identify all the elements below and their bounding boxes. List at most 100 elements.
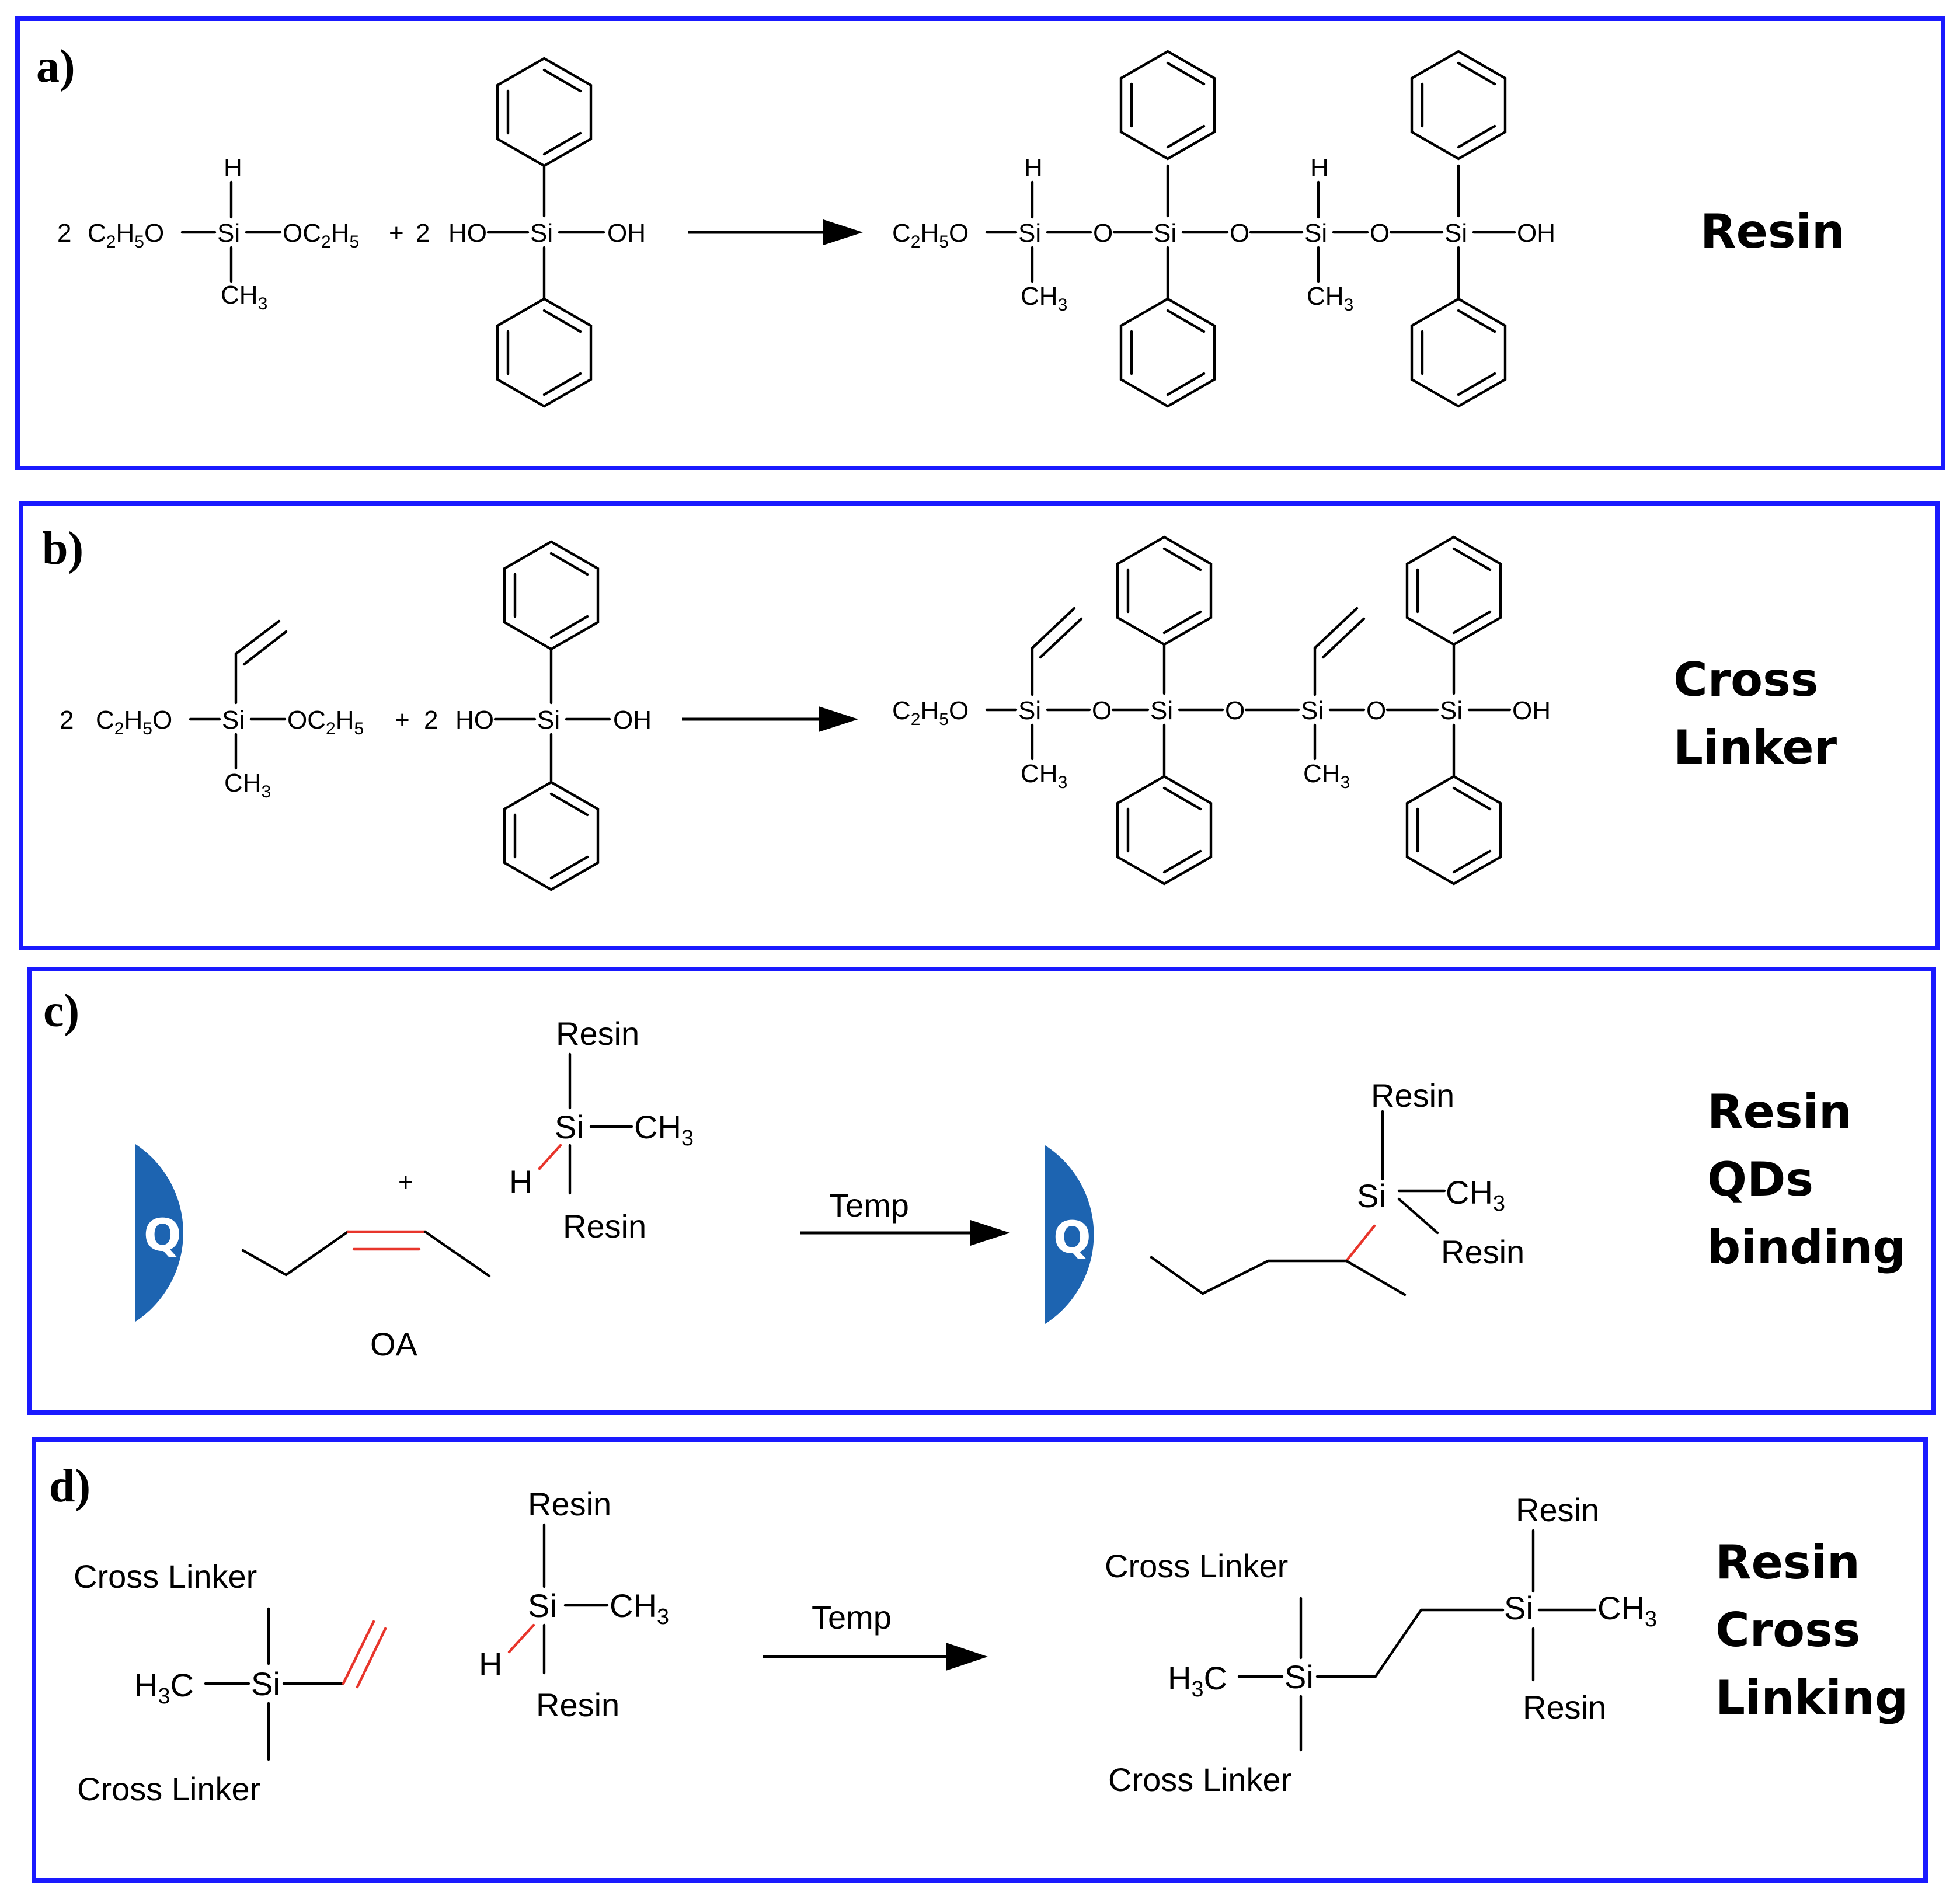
ethoxy-left: C2H5O: [88, 219, 164, 252]
panel-d-title-line2: Cross: [1715, 1603, 1860, 1657]
svg-text:CH3: CH3: [610, 1587, 669, 1629]
panel-c-frame: [27, 967, 1936, 1415]
svg-text:Resin: Resin: [528, 1486, 611, 1522]
panel-b-title-line2: Linker: [1673, 720, 1837, 775]
svg-text:2: 2: [60, 706, 74, 734]
svg-text:2: 2: [424, 706, 438, 734]
svg-text:Resin: Resin: [1516, 1491, 1599, 1528]
panel-b-reactant-vinylsilane: 2 C2H5O Si OC2H5 CH3: [60, 619, 364, 801]
svg-text:C2H5O: C2H5O: [892, 219, 969, 252]
svg-text:OH: OH: [607, 219, 646, 248]
svg-text:CH3: CH3: [1303, 759, 1350, 792]
svg-text:Si: Si: [1444, 219, 1467, 248]
arrow-condition-temp: Temp: [812, 1599, 892, 1636]
panel-b-tag: b): [42, 523, 83, 574]
oleic-acid-chain: [241, 1230, 491, 1278]
svg-text:O: O: [1225, 696, 1245, 725]
panel-b-product-cross-linker: C2H5O Si CH3 O Si O Si CH3: [892, 537, 1551, 884]
svg-text:+: +: [398, 1168, 413, 1197]
svg-text:CH3: CH3: [1021, 759, 1067, 792]
svg-text:OH: OH: [613, 706, 652, 734]
panel-d-title-line3: Linking: [1715, 1671, 1908, 1725]
svg-text:CH3: CH3: [634, 1109, 694, 1151]
svg-text:CH3: CH3: [1597, 1590, 1657, 1632]
vinyl-double-bond: [342, 1620, 375, 1685]
panel-c-hydrosilane: Resin Si CH3 H Resin: [509, 1015, 694, 1245]
panel-d-hydrosilane: Resin Si CH3 H Resin: [479, 1486, 669, 1723]
svg-text:Si: Si: [1154, 219, 1176, 248]
svg-text:C2H5O: C2H5O: [892, 696, 969, 729]
svg-text:2: 2: [57, 219, 71, 248]
arrow-condition-temp: Temp: [829, 1187, 909, 1224]
svg-text:O: O: [1366, 696, 1386, 725]
svg-text:Resin: Resin: [1441, 1233, 1524, 1270]
panel-c-title-line2: QDs: [1707, 1152, 1813, 1207]
panel-a: a) 2 C2H5O Si OC2H5 H CH3 + 2 HO Si OH: [15, 16, 1945, 470]
quantum-dot-left: QD: [135, 1144, 218, 1322]
panel-b: b) 2 C2H5O Si OC2H5 CH3 + 2 HO Si OH: [19, 501, 1940, 950]
panel-a-title: Resin: [1700, 204, 1845, 259]
svg-text:H3C: H3C: [134, 1667, 194, 1709]
svg-text:Resin: Resin: [536, 1686, 619, 1723]
svg-text:2: 2: [416, 219, 430, 248]
panel-d: d) Cross Linker H3C Si Cross Linker Resi…: [32, 1437, 1928, 1883]
svg-text:O: O: [1092, 696, 1112, 725]
svg-text:CH3: CH3: [224, 769, 271, 801]
svg-text:Cross Linker: Cross Linker: [1108, 1761, 1291, 1798]
svg-text:Cross Linker: Cross Linker: [1105, 1548, 1288, 1584]
svg-text:O: O: [1230, 219, 1249, 248]
svg-text:Resin: Resin: [563, 1208, 646, 1245]
panel-c-title-line1: Resin: [1707, 1085, 1852, 1139]
svg-text:Si: Si: [537, 706, 560, 734]
panel-c-title-line3: binding: [1707, 1220, 1906, 1274]
svg-text:OH: OH: [1512, 696, 1551, 725]
oa-label: OA: [370, 1326, 418, 1362]
svg-text:Resin: Resin: [1371, 1077, 1454, 1114]
svg-text:H: H: [479, 1646, 502, 1682]
svg-text:HO: HO: [455, 706, 494, 734]
svg-text:Si: Si: [1018, 219, 1041, 248]
panel-d-frame: [32, 1437, 1928, 1883]
panel-c-tag: c): [43, 985, 79, 1037]
panel-d-vinyl-cross-linker: Cross Linker H3C Si Cross Linker: [74, 1558, 387, 1807]
svg-text:H: H: [1024, 154, 1043, 182]
svg-text:CH3: CH3: [1021, 282, 1067, 315]
ethoxy-right: OC2H5: [283, 219, 359, 252]
panel-d-tag: d): [49, 1461, 90, 1512]
panel-b-reactant-diphenylsilanediol: 2 HO Si OH: [424, 542, 652, 890]
svg-text:Si: Si: [251, 1665, 280, 1702]
svg-text:Si: Si: [1150, 696, 1173, 725]
svg-text:Si: Si: [1357, 1177, 1386, 1214]
svg-text:CH3: CH3: [1446, 1174, 1505, 1216]
svg-text:C2H5O: C2H5O: [96, 706, 172, 738]
svg-text:Resin: Resin: [556, 1015, 639, 1052]
svg-text:H: H: [224, 154, 242, 182]
svg-text:+: +: [395, 706, 410, 734]
svg-text:Si: Si: [217, 219, 240, 248]
panel-a-reactant-diethoxysilane: 2 C2H5O Si OC2H5 H CH3: [57, 154, 359, 313]
svg-text:Resin: Resin: [1523, 1689, 1606, 1726]
new-si-c-bond: [1345, 1224, 1376, 1263]
svg-text:Si: Si: [1504, 1590, 1533, 1626]
svg-text:Si: Si: [222, 706, 245, 734]
panel-b-title-line1: Cross: [1673, 653, 1818, 707]
panel-c-product-chain: Si Resin CH3 Resin: [1150, 1077, 1524, 1296]
svg-text:Si: Si: [1018, 696, 1041, 725]
panel-b-frame: [19, 501, 1940, 950]
svg-text:Cross Linker: Cross Linker: [74, 1558, 257, 1595]
panel-d-product-crosslinked: Cross Linker H3C Si Cross Linker Resin S…: [1105, 1491, 1657, 1798]
svg-text:H3C: H3C: [1168, 1660, 1227, 1702]
svg-text:QD: QD: [144, 1209, 218, 1261]
svg-text:Cross Linker: Cross Linker: [77, 1770, 260, 1807]
svg-text:QD: QD: [1053, 1211, 1128, 1263]
svg-text:Si: Si: [555, 1109, 584, 1145]
plus-sign: +: [389, 219, 404, 248]
svg-text:Si: Si: [1440, 696, 1463, 725]
svg-text:OH: OH: [1517, 219, 1555, 248]
methyl: CH3: [221, 281, 267, 313]
panel-a-reactant-diphenylsilanediol: 2 HO Si OH: [416, 58, 646, 406]
svg-text:Si: Si: [1304, 219, 1327, 248]
svg-text:H: H: [1310, 154, 1329, 182]
panel-a-frame: [15, 16, 1945, 470]
svg-text:Si: Si: [530, 219, 553, 248]
